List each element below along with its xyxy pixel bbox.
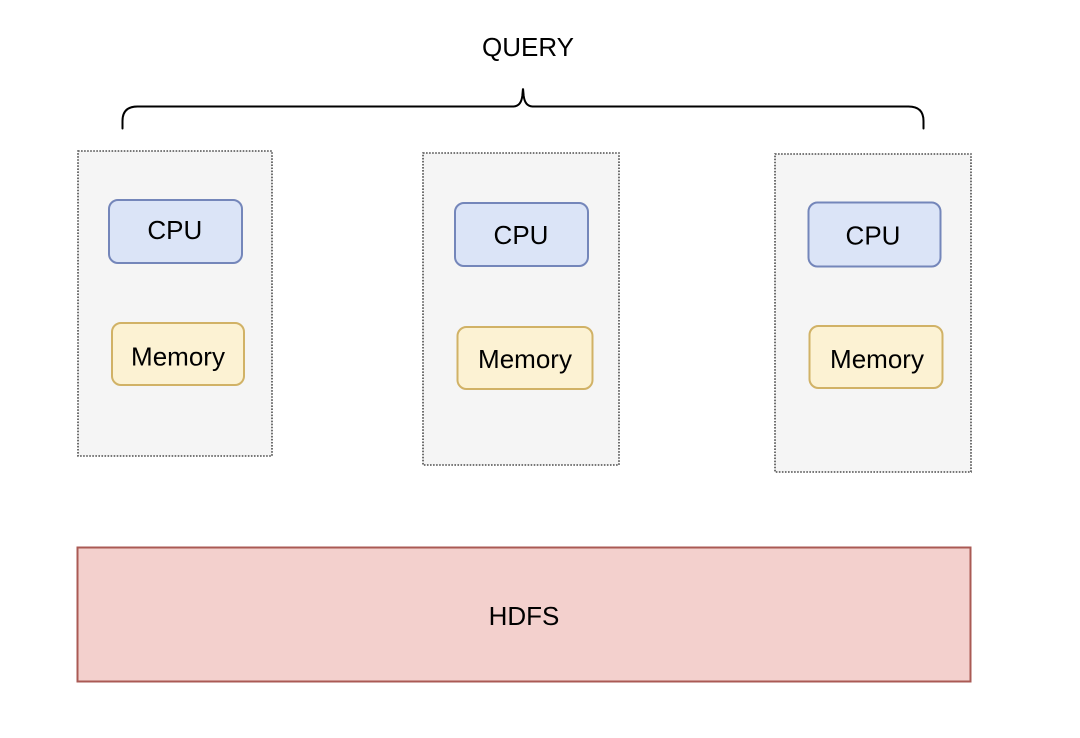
svg-text:Memory: Memory <box>830 344 924 374</box>
svg-text:CPU: CPU <box>494 220 549 250</box>
svg-text:CPU: CPU <box>147 215 202 245</box>
svg-text:Memory: Memory <box>131 341 225 371</box>
svg-text:QUERY: QUERY <box>482 32 574 62</box>
svg-text:HDFS: HDFS <box>489 601 560 631</box>
svg-text:Memory: Memory <box>478 344 572 374</box>
svg-text:CPU: CPU <box>846 221 901 251</box>
